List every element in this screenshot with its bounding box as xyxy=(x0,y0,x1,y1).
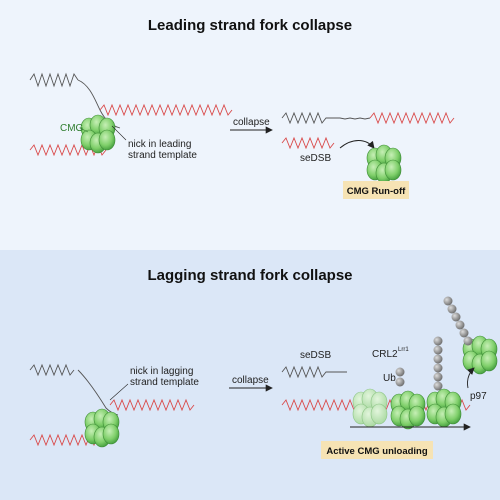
ubiquitin-bead-icon xyxy=(395,367,405,377)
extraction-arrow xyxy=(467,367,475,389)
active-unloading-box xyxy=(321,441,433,459)
cmg-label: CMG xyxy=(60,123,84,134)
sedsb-label-b: seDSB xyxy=(300,350,331,361)
cmg-released-icon xyxy=(366,144,402,184)
dna-daughter-right xyxy=(99,103,233,117)
cmg-helicase-icon-b xyxy=(84,408,120,448)
dna-daughter-right-b xyxy=(109,398,195,412)
crl2-superscript: Lrr1 xyxy=(398,347,409,353)
runoff-arrow xyxy=(339,140,375,149)
polyubiquitin-chain-mid xyxy=(433,336,443,391)
lagging-panel-title: Lagging strand fork collapse xyxy=(147,267,352,284)
dna-daughter-lower-left xyxy=(29,143,107,157)
dna-sedsb-red xyxy=(281,136,335,150)
nick-label-line1: nick in leading xyxy=(128,139,191,150)
dna-collapsed-gray xyxy=(281,111,371,125)
dna-sedsb-gray xyxy=(281,365,347,379)
nick-leader-line-b xyxy=(109,383,129,401)
dna-parental-diagonal-b xyxy=(77,369,119,416)
collapse-label: collapse xyxy=(233,117,270,128)
sedsb-label: seDSB xyxy=(300,153,331,164)
cmg-ubiquitylated-icon xyxy=(390,390,426,430)
cmg-leader-line xyxy=(79,127,89,133)
dna-collapsed-red-upper xyxy=(369,111,455,125)
cmg-helicase-icon xyxy=(80,114,116,154)
collapse-label-b: collapse xyxy=(232,375,269,386)
cmg-polyubiquitylated-icon xyxy=(426,388,462,428)
ubiquitin-bead-icon xyxy=(395,377,405,387)
cmg-runoff-label: CMG Run-off xyxy=(347,186,406,197)
cmg-runoff-box xyxy=(343,181,409,199)
nick-leader-line xyxy=(111,125,127,141)
p97-label: p97 xyxy=(470,391,487,402)
ub-label: Ub xyxy=(383,373,396,384)
nick-label-b-line1: nick in lagging xyxy=(130,366,193,377)
leading-panel-title: Leading strand fork collapse xyxy=(148,17,352,34)
active-unloading-label: Active CMG unloading xyxy=(326,446,428,457)
crl2-label: CRL2 xyxy=(372,349,398,360)
dna-parental-upper-left-b xyxy=(29,363,75,377)
polyubiquitin-chain-long xyxy=(443,296,473,346)
cmg-faded-icon xyxy=(352,388,388,428)
nick-label-line2: strand template xyxy=(128,150,197,161)
dna-parental-upper-left xyxy=(29,72,79,88)
nick-label-b-line2: strand template xyxy=(130,377,199,388)
